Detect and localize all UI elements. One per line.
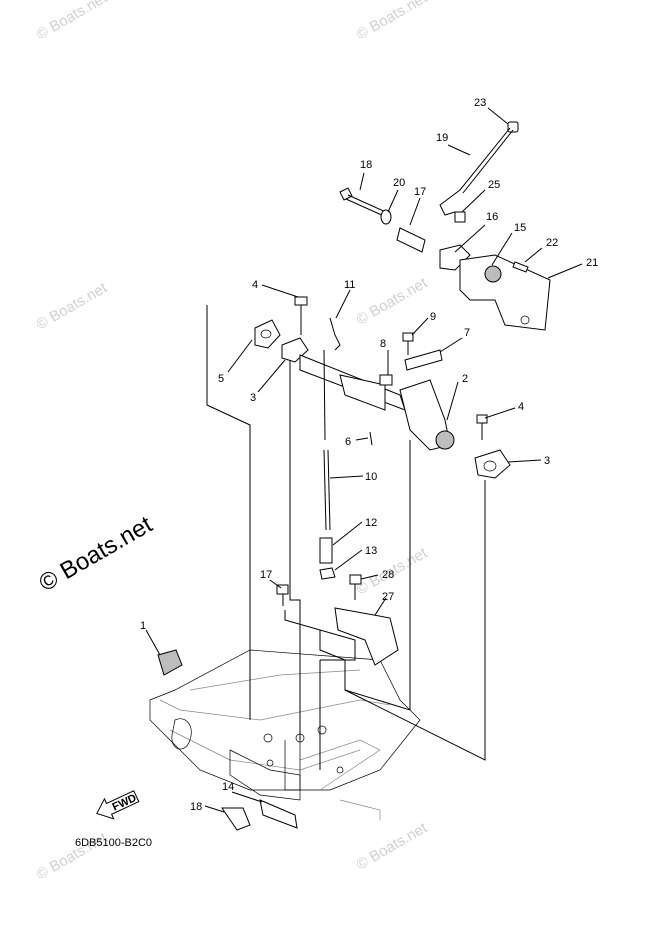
- linkage-parts: [157, 121, 551, 831]
- watermark: © Boats.net: [354, 274, 431, 328]
- part-6-pin: [369, 431, 373, 446]
- part-label: 19: [436, 132, 448, 144]
- part-label: 15: [514, 222, 526, 234]
- part-label: 28: [382, 569, 394, 581]
- part-label: 21: [586, 257, 598, 269]
- part-24-screw: [512, 261, 529, 273]
- part-label: 16: [486, 211, 498, 223]
- watermark: © Boats.net: [34, 0, 111, 43]
- part-label: 14: [222, 781, 234, 793]
- part-label: 18: [360, 159, 372, 171]
- part-3-joint: [474, 449, 511, 479]
- part-label: 17: [260, 569, 272, 581]
- part-label: 9: [430, 311, 436, 323]
- part-26-cap: [507, 121, 519, 133]
- part-label: 6: [345, 436, 351, 448]
- watermark-large: © Boats.net: [35, 511, 158, 597]
- engine-base: [149, 649, 421, 820]
- part-label: 1: [140, 620, 146, 632]
- part-25-clip: [454, 211, 466, 223]
- part-label: 18: [190, 801, 202, 813]
- diagram-code: 6DB5100-B2C0: [75, 837, 152, 849]
- part-label: 4: [518, 401, 524, 413]
- part-label: 3: [250, 392, 256, 404]
- part-labels: 23 19 18 20 17 25 16 15 22 21 4 11 9 8 7…: [140, 97, 598, 813]
- part-label: 2: [462, 373, 468, 385]
- part-label: 12: [365, 517, 377, 529]
- watermark: © Boats.net: [354, 819, 431, 873]
- part-7-plate: [404, 349, 443, 371]
- part-8-clip: [379, 374, 393, 386]
- part-label: 25: [488, 179, 500, 191]
- part-5-joint: [254, 319, 281, 349]
- part-label: 13: [365, 545, 377, 557]
- part-27-bracket: [334, 607, 399, 666]
- phantom-lines: [206, 305, 486, 770]
- part-10-rod: [323, 449, 327, 531]
- part-label: 4: [252, 279, 258, 291]
- part-label: 20: [393, 177, 405, 189]
- part-12-joint: [319, 537, 333, 564]
- part-label: 3: [544, 455, 550, 467]
- watermark: © Boats.net: [34, 279, 111, 333]
- part-19-sleeve: [396, 227, 426, 253]
- part-label: 11: [344, 279, 355, 291]
- part-label: 5: [218, 373, 224, 385]
- leader-lines: [145, 107, 583, 813]
- part-13-nut: [319, 567, 336, 580]
- part-label: 23: [474, 97, 486, 109]
- part-label: 10: [365, 471, 377, 483]
- part-16-clamp: [221, 807, 251, 831]
- part-14-bracket: [259, 799, 298, 829]
- part-22-washer: [380, 209, 392, 225]
- part-20-rod: [439, 127, 511, 216]
- watermark: © Boats.net: [354, 0, 431, 43]
- part-label: 17: [414, 186, 426, 198]
- part-4-bolt: [476, 414, 488, 424]
- part-1-grommet: [157, 649, 183, 676]
- part-21-bracket: [459, 254, 551, 331]
- part-label: 8: [380, 338, 386, 350]
- part-28-bolt: [349, 574, 362, 585]
- part-9-bolt: [402, 332, 414, 342]
- part-label: 22: [546, 237, 558, 249]
- part-4-bolt: [294, 296, 308, 306]
- part-11-clip: [329, 317, 341, 351]
- part-label: 27: [382, 591, 394, 603]
- part-17-bushing: [484, 265, 502, 283]
- fwd-label: FWD: [111, 792, 139, 813]
- part-23-bolt: [339, 187, 353, 201]
- part-label: 7: [464, 327, 470, 339]
- fwd-arrow: FWD: [96, 790, 140, 820]
